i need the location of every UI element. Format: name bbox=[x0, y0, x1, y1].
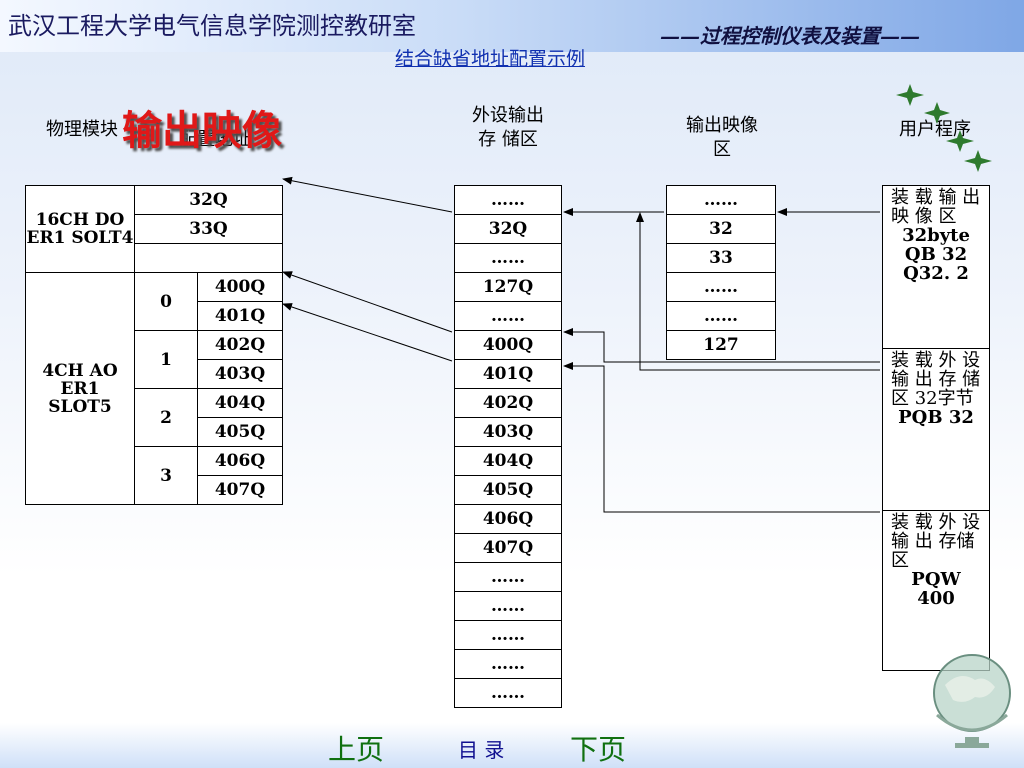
peripheral-storage-label: 外设输出存 储区 bbox=[472, 105, 544, 150]
organization-title: 武汉工程大学电气信息学院测控教研室 bbox=[8, 12, 416, 40]
arrow-program-to-storage-32q bbox=[563, 328, 880, 363]
block-code: PQW 400 bbox=[911, 569, 961, 609]
peripheral-storage-table: …… 32Q …… 127Q …… 400Q 401Q 402Q 403Q 40… bbox=[454, 185, 562, 708]
storage-cell: …… bbox=[454, 243, 562, 273]
module-4ch-ao: 4CH AO ER1 SLOT5 bbox=[25, 272, 135, 505]
arrow-program-to-storage-400q bbox=[563, 362, 880, 513]
user-program-label: 用户程序 bbox=[899, 119, 971, 140]
image-cell: …… bbox=[666, 272, 776, 302]
arrow-program-to-image-127 bbox=[636, 212, 880, 371]
channel-cell: 1 bbox=[134, 330, 198, 389]
storage-cell: 403Q bbox=[454, 417, 562, 447]
storage-cell: …… bbox=[454, 678, 562, 708]
module-16ch-do: 16CH DO ER1 SOLT4 bbox=[25, 185, 135, 273]
user-program-block: 装 载 外 设 输 出 存储区 PQW 400 bbox=[882, 510, 990, 671]
header-bar bbox=[0, 0, 1024, 52]
arrow-storage-to-32q bbox=[282, 176, 453, 213]
slide-subtitle-link[interactable]: 结合缺省地址配置示例 bbox=[395, 48, 586, 70]
storage-cell: 402Q bbox=[454, 388, 562, 418]
config-address-cell: 33Q bbox=[134, 214, 283, 244]
block-text: 装 载 外 设 输 出 存 储 区 32字节 bbox=[891, 350, 981, 409]
config-address-label: 配置地址 bbox=[179, 129, 251, 150]
slide-title: 输出映像 bbox=[122, 108, 282, 154]
arrow-storage-to-400q bbox=[282, 303, 453, 362]
block-code: PQB 32 bbox=[898, 407, 974, 428]
output-image-table: …… 32 33 …… …… 127 bbox=[666, 185, 776, 360]
storage-cell: 32Q bbox=[454, 214, 562, 244]
image-cell: 127 bbox=[666, 330, 776, 360]
channel-cell: 3 bbox=[134, 446, 198, 505]
globe-icon bbox=[933, 654, 1011, 748]
storage-cell: 405Q bbox=[454, 475, 562, 505]
config-address-cell: 406Q bbox=[197, 446, 283, 476]
config-address-cell: 407Q bbox=[197, 475, 283, 505]
storage-cell: 407Q bbox=[454, 533, 562, 563]
channel-cell: 2 bbox=[134, 388, 198, 447]
block-code: 32byte QB 32 Q32. 2 bbox=[902, 225, 970, 284]
config-address-cell: 405Q bbox=[197, 417, 283, 447]
course-title: ——过程控制仪表及装置—— bbox=[660, 24, 920, 48]
module-address-table: 16CH DO ER1 SOLT4 32Q 33Q 4CH AO ER1 SLO… bbox=[25, 185, 283, 505]
storage-cell: …… bbox=[454, 620, 562, 650]
image-cell: …… bbox=[666, 185, 776, 215]
decorative-stars-icon bbox=[896, 84, 992, 172]
user-program-block: 装 载 外 设 输 出 存 储 区 32字节 PQB 32 bbox=[882, 348, 990, 511]
image-cell: …… bbox=[666, 301, 776, 331]
storage-cell: …… bbox=[454, 562, 562, 592]
user-program-table: 装 载 输 出 映 像 区 32byte QB 32 Q32. 2 装 载 外 … bbox=[882, 185, 990, 671]
block-text: 装 载 外 设 输 出 存储区 bbox=[891, 512, 981, 571]
footer-band bbox=[0, 723, 1024, 768]
storage-cell: 400Q bbox=[454, 330, 562, 360]
toc-button[interactable]: 目 录 bbox=[458, 738, 505, 762]
config-address-cell: 402Q bbox=[197, 330, 283, 360]
arrow-storage-to-module1 bbox=[282, 271, 453, 333]
prev-page-button[interactable]: 上页 bbox=[328, 733, 385, 766]
physical-module-label: 物理模块 bbox=[46, 119, 118, 140]
block-text: 装 载 输 出 映 像 区 bbox=[891, 187, 981, 227]
config-address-cell: 32Q bbox=[134, 185, 283, 215]
user-program-block: 装 载 输 出 映 像 区 32byte QB 32 Q32. 2 bbox=[882, 185, 990, 349]
config-address-cell: 403Q bbox=[197, 359, 283, 389]
next-page-button[interactable]: 下页 bbox=[570, 733, 627, 766]
output-image-label: 输出映像 区 bbox=[686, 115, 758, 160]
